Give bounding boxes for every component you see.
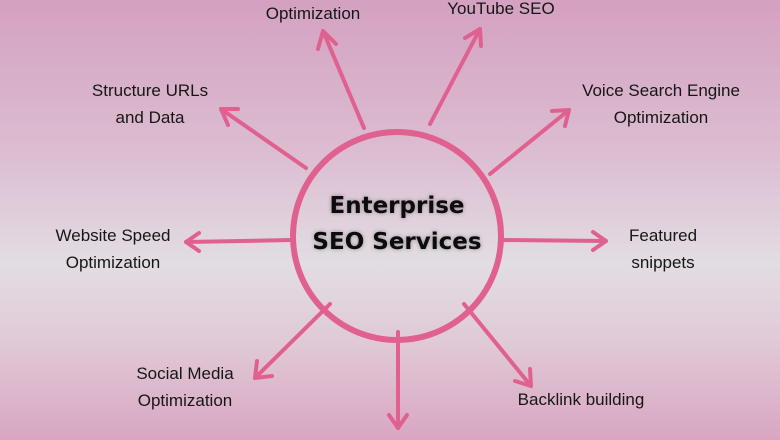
arrow-top-right	[428, 27, 483, 126]
arrow-left	[184, 231, 294, 253]
center-title: Enterprise SEO Services	[312, 188, 481, 260]
arrow-right-up	[488, 108, 571, 176]
service-label-youtube-seo: YouTube SEO	[447, 0, 555, 18]
arrow-upper-left	[219, 107, 308, 170]
arrow-bottom-right	[462, 302, 533, 388]
arrow-bottom-left	[253, 302, 332, 380]
service-label-backlink-building: Backlink building	[517, 390, 645, 409]
service-label-optimization: Optimization	[265, 4, 361, 23]
center-title-line2: SEO Services	[312, 229, 482, 255]
center-title-line1: Enterprise	[329, 193, 465, 219]
arrow-bottom	[387, 330, 409, 430]
arrow-right	[500, 230, 608, 252]
arrow-top-left	[316, 29, 366, 130]
